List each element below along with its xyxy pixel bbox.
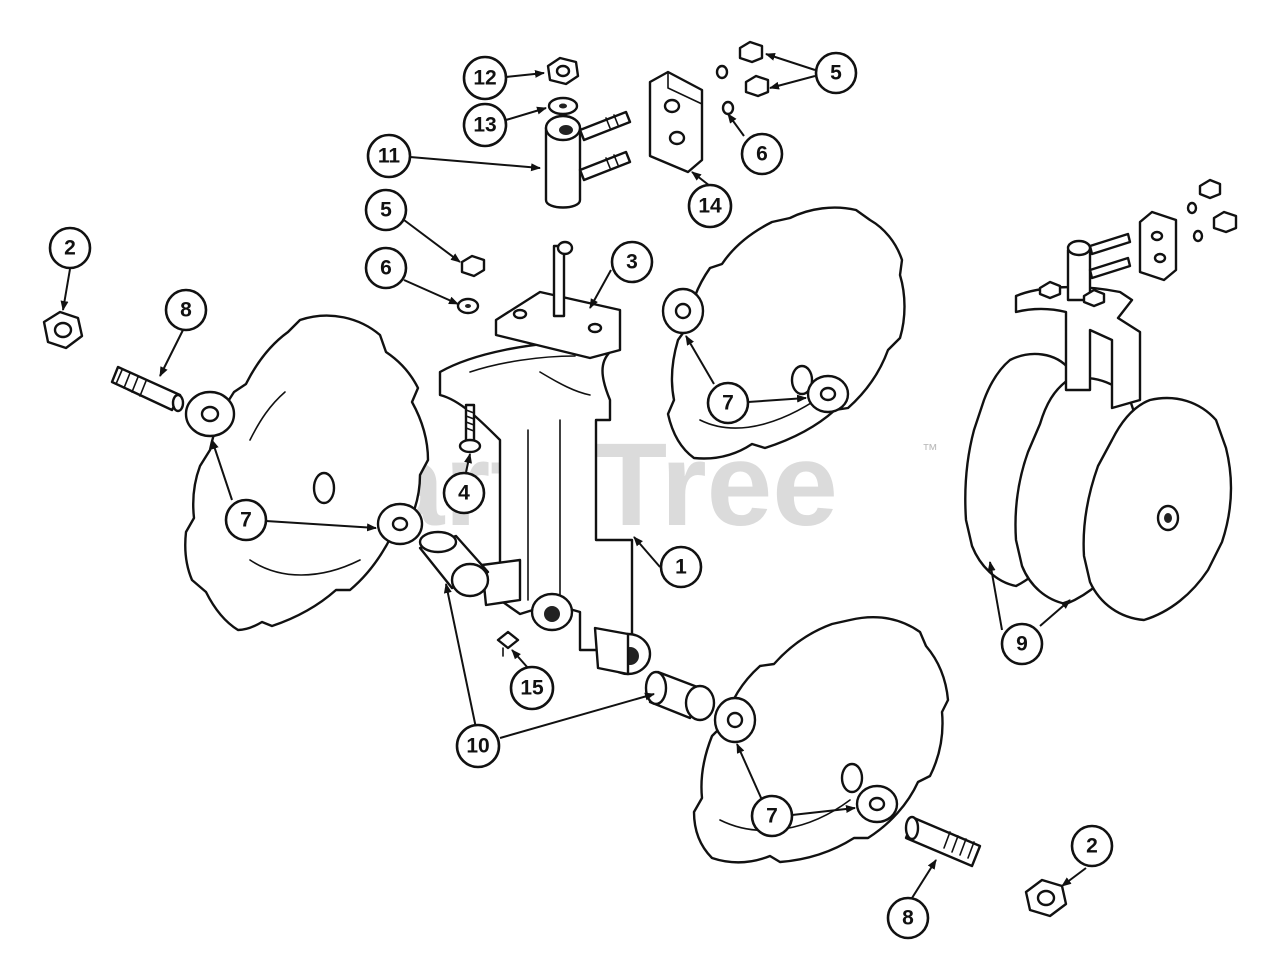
watermark-trademark: ™ [922, 442, 938, 459]
assembled-gang [964, 178, 1238, 622]
svg-text:2: 2 [1086, 835, 1098, 858]
svg-text:1: 1 [675, 556, 687, 579]
nut-lower-right [1024, 878, 1068, 918]
svg-text:11: 11 [378, 145, 401, 168]
callout-5-top: 5 [814, 51, 858, 95]
svg-text:4: 4 [458, 482, 470, 505]
svg-text:7: 7 [240, 509, 252, 532]
callout-15: 15 [509, 665, 555, 711]
lockwasher-center [456, 297, 480, 315]
svg-text:5: 5 [380, 199, 392, 222]
callout-7-lower-right: 7 [750, 794, 794, 838]
center-frame [438, 340, 652, 676]
callout-7-upper-right: 7 [706, 381, 750, 425]
svg-text:6: 6 [380, 257, 392, 280]
callout-11: 11 [366, 133, 412, 179]
svg-text:3: 3 [626, 251, 638, 274]
svg-text:8: 8 [180, 299, 192, 322]
nut-center [460, 254, 486, 278]
pivot-post [544, 110, 632, 209]
callout-4: 4 [442, 471, 486, 515]
callout-5-center: 5 [364, 188, 408, 232]
washer-lower-right-a [713, 696, 757, 744]
callout-2-right: 2 [1070, 824, 1114, 868]
top-lockwasher [547, 96, 579, 116]
svg-text:8: 8 [902, 907, 914, 930]
svg-text:10: 10 [466, 735, 489, 758]
carriage-bolt [458, 403, 482, 454]
bolt-left [110, 365, 185, 413]
callout-6-top: 6 [740, 132, 784, 176]
svg-text:14: 14 [698, 195, 722, 218]
washer-right-upper-b [806, 374, 850, 414]
callout-7-left: 7 [224, 498, 268, 542]
callout-6-center: 6 [364, 246, 408, 290]
callout-1: 1 [659, 545, 703, 589]
callout-10: 10 [455, 723, 501, 769]
spacer-left [418, 530, 490, 598]
clamp-plate [648, 70, 704, 174]
right-upper-disc [666, 206, 906, 460]
svg-text:12: 12 [473, 67, 496, 90]
callout-12: 12 [462, 55, 508, 101]
washer-lower-right-b [855, 784, 899, 824]
left-disc [184, 314, 430, 632]
svg-text:15: 15 [520, 677, 544, 700]
washer-left-lower [376, 502, 424, 546]
top-plate [494, 240, 622, 360]
callout-13: 13 [462, 102, 508, 148]
top-nut [546, 56, 580, 86]
callout-3: 3 [610, 240, 654, 284]
svg-text:7: 7 [722, 392, 734, 415]
small-screw [496, 630, 520, 657]
svg-text:6: 6 [756, 143, 768, 166]
callout-14: 14 [687, 183, 733, 229]
callout-9: 9 [1000, 622, 1044, 666]
callout-2-left: 2 [48, 226, 92, 270]
callout-8-right: 8 [886, 896, 930, 940]
nuts-top-right [715, 40, 770, 116]
nut-left [42, 310, 84, 350]
svg-text:9: 9 [1016, 633, 1028, 656]
callout-8-left: 8 [164, 288, 208, 332]
washer-left-upper [184, 390, 236, 438]
svg-text:7: 7 [766, 805, 778, 828]
svg-text:2: 2 [64, 237, 76, 260]
svg-text:5: 5 [830, 62, 842, 85]
svg-text:13: 13 [473, 114, 496, 137]
washer-right-upper-a [661, 287, 705, 335]
bolt-lower-right [904, 815, 982, 868]
spacer-right [644, 670, 716, 722]
